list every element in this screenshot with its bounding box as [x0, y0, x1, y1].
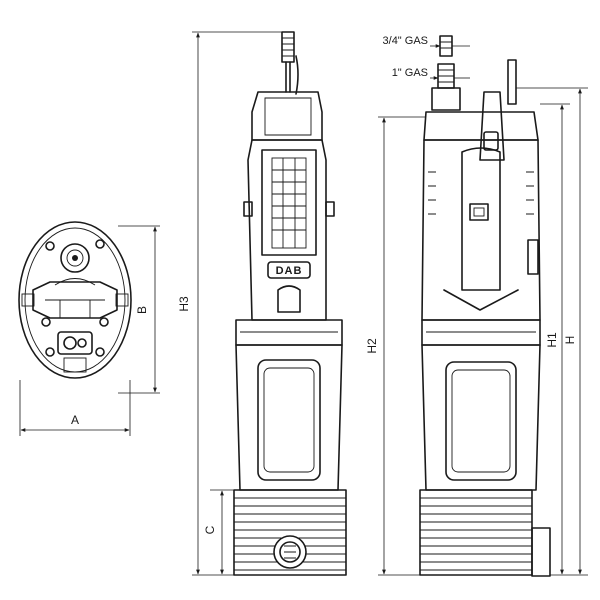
front-view: DAB [233, 31, 347, 576]
dim-a-label: A [71, 413, 79, 427]
dim-h-label: H [563, 336, 577, 345]
dim-h3-label: H3 [177, 296, 191, 312]
top-view [18, 221, 132, 379]
dimension-lines [19, 31, 588, 576]
connection-upper-label: 3/4" GAS [383, 35, 428, 47]
dimension-labels: A B H3 C H2 H1 H 3/4" GAS 1" GAS [71, 35, 577, 534]
side-view [419, 35, 551, 577]
dim-c-label: C [203, 525, 217, 534]
brand-logo: DAB [276, 265, 303, 277]
grille [271, 157, 307, 249]
connection-lower-label: 1" GAS [392, 67, 428, 79]
dim-b-label: B [135, 306, 149, 314]
dim-h1-label: H1 [545, 332, 559, 348]
dim-h2-label: H2 [365, 338, 379, 354]
